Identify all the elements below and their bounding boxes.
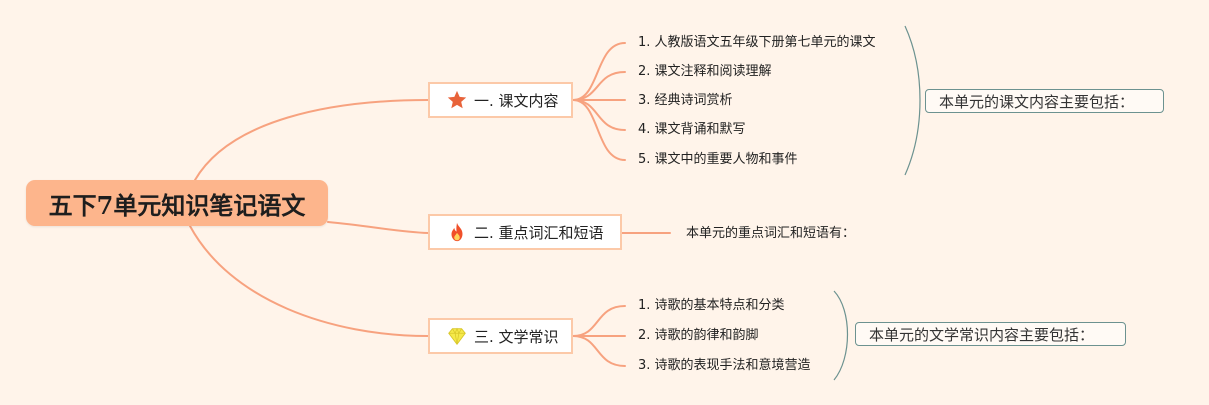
connector-b1-leaf-1 — [572, 42, 626, 101]
root-title: 五下7单元知识笔记语文 — [48, 190, 306, 220]
branch-lesson-content[interactable]: 一. 课文内容 — [428, 82, 573, 118]
root-topic[interactable]: 五下7单元知识笔记语文 — [26, 180, 328, 226]
fire-icon — [446, 221, 468, 243]
connector-root-branch-3 — [189, 225, 429, 337]
list-item[interactable]: 2. 诗歌的韵律和韵脚 — [638, 328, 759, 343]
summary-lesson-content[interactable]: 本单元的课文内容主要包括： — [925, 89, 1164, 113]
list-item[interactable]: 3. 诗歌的表现手法和意境营造 — [638, 358, 811, 373]
summary-label: 本单元的文学常识内容主要包括： — [869, 325, 1095, 344]
summary-bracket-3 — [833, 290, 848, 381]
list-item[interactable]: 5. 课文中的重要人物和事件 — [638, 152, 798, 167]
summary-label: 本单元的课文内容主要包括： — [939, 92, 1135, 111]
branch-label: 一. 课文内容 — [474, 91, 559, 110]
list-item[interactable]: 2. 课文注释和阅读理解 — [638, 64, 772, 79]
branch-note[interactable]: 本单元的重点词汇和短语有： — [686, 226, 856, 241]
star-icon — [446, 89, 468, 111]
branch-label: 三. 文学常识 — [474, 327, 559, 346]
list-item[interactable]: 1. 诗歌的基本特点和分类 — [638, 298, 785, 313]
branch-label: 二. 重点词汇和短语 — [474, 223, 604, 242]
summary-literary-knowledge[interactable]: 本单元的文学常识内容主要包括： — [855, 322, 1126, 346]
connector-root-branch-1 — [194, 99, 429, 181]
connector-b1-leaf-5 — [572, 99, 626, 161]
connector-b3-leaf-1 — [572, 305, 626, 337]
branch-literary-knowledge[interactable]: 三. 文学常识 — [428, 318, 573, 354]
connector-b3-leaf-3 — [572, 335, 626, 367]
connector-root-branch-2 — [327, 221, 429, 234]
connector-b1-leaf-2 — [572, 71, 626, 101]
branch-key-vocabulary[interactable]: 二. 重点词汇和短语 — [428, 214, 622, 250]
list-item[interactable]: 1. 人教版语文五年级下册第七单元的课文 — [638, 35, 876, 50]
list-item[interactable]: 4. 课文背诵和默写 — [638, 122, 746, 137]
summary-bracket-1 — [904, 25, 921, 176]
diamond-icon — [446, 325, 468, 347]
list-item[interactable]: 3. 经典诗词赏析 — [638, 93, 733, 108]
connector-b1-leaf-4 — [572, 99, 626, 131]
